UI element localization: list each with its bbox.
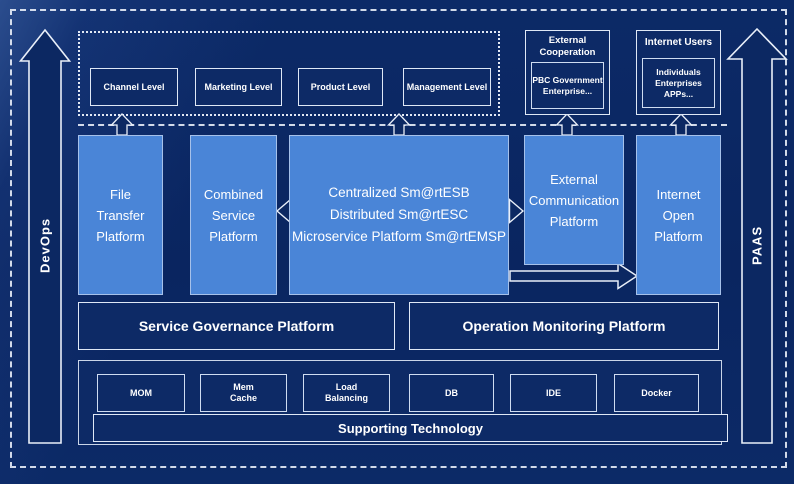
platform-label-line: Communication [528,192,620,208]
platform-label-line: Centralized Sm@rtESB [328,185,470,200]
member-line: PBC Government [532,74,603,85]
level-label: Product Level [310,81,371,92]
tech-label-line: Cache [229,393,257,403]
platform-label-line: Open [662,207,695,223]
member-line: Enterprises [655,77,702,88]
member-line: APPs... [663,88,694,99]
level-label: Management Level [406,81,488,92]
up-arrow-icon-file-transfer [109,113,135,136]
internet-users-members-box: Individuals Enterprises APPs... [642,58,715,108]
tech-box-mom: MOM [97,374,185,412]
service-governance-platform-box: Service Governance Platform [78,302,395,350]
bar-label: Supporting Technology [338,420,483,436]
up-arrow-icon-external-communication [554,113,580,136]
member-line: Individuals [656,66,701,77]
tech-box-load-balancing: Load Balancing [303,374,390,412]
platform-external-communication: External Communication Platform [524,135,624,265]
supporting-technology-bar: Supporting Technology [93,414,728,442]
internet-users-group: Internet Users Individuals Enterprises A… [636,30,721,115]
tech-box-docker: Docker [614,374,699,412]
outer-boundary-dashed-frame [10,9,787,468]
platform-label-line: Platform [209,228,258,244]
member-line: Enterprise... [542,85,593,96]
up-arrow-icon-esb [386,113,412,136]
platform-label-line: Distributed Sm@rtESC [329,207,469,222]
internet-users-title: Internet Users [644,37,713,48]
tech-box-ide: IDE [510,374,597,412]
platform-label-line: Combined [203,186,264,202]
platform-label-line: File [110,186,131,202]
platform-label-line: External [550,171,598,187]
platform-internet-open: Internet Open Platform [636,135,721,295]
external-cooperation-title-line: External [548,35,587,46]
external-cooperation-members-box: PBC Government Enterprise... [531,62,604,109]
tech-label-line: IDE [545,387,561,398]
platform-label-line: Platform [654,228,703,244]
platform-label-line: Platform [549,213,599,229]
platform-esb: Centralized Sm@rtESB Distributed Sm@rtES… [289,135,509,295]
level-label: Channel Level [103,81,165,92]
operation-monitoring-platform-box: Operation Monitoring Platform [409,302,719,350]
tech-label-line: DB [445,387,458,398]
platform-combined-service: Combined Service Platform [190,135,277,295]
paas-up-arrow-icon [726,27,788,444]
box-label: Operation Monitoring Platform [462,318,666,334]
tech-label-line: Load [335,382,358,392]
paas-arrow-label: PAAS [749,225,765,265]
platform-label-line: Platform [96,228,145,244]
business-levels-dashed-group [78,31,500,116]
platform-label-line: Microservice Platform Sm@rtEMSP [292,229,506,244]
up-arrow-icon-internet-open [668,113,694,136]
level-box-marketing: Marketing Level [195,68,282,106]
platform-file-transfer: File Transfer Platform [78,135,163,295]
tech-box-db: DB [409,374,494,412]
tech-label-line: MOM [130,387,152,398]
tech-label-line: Mem [233,382,254,392]
tech-label-line: Balancing [324,393,368,403]
devops-up-arrow-icon [18,28,72,444]
flow-arrow-esb-to-internet-open [509,262,639,290]
level-box-channel: Channel Level [90,68,178,106]
platform-label-line: Internet [656,186,701,202]
platform-label-line: Service [211,207,256,223]
platform-label-line: Transfer [96,207,145,223]
level-label: Marketing Level [204,81,273,92]
external-cooperation-title-line: Cooperation [539,47,596,58]
tech-label-line: Docker [641,387,672,398]
box-label: Service Governance Platform [138,318,335,334]
external-cooperation-group: External Cooperation PBC Government Ente… [525,30,610,115]
right-arrow-icon [508,197,525,225]
level-box-product: Product Level [298,68,383,106]
level-box-management: Management Level [403,68,491,106]
devops-arrow-label: DevOps [37,217,53,273]
tech-box-mem-cache: Mem Cache [200,374,287,412]
